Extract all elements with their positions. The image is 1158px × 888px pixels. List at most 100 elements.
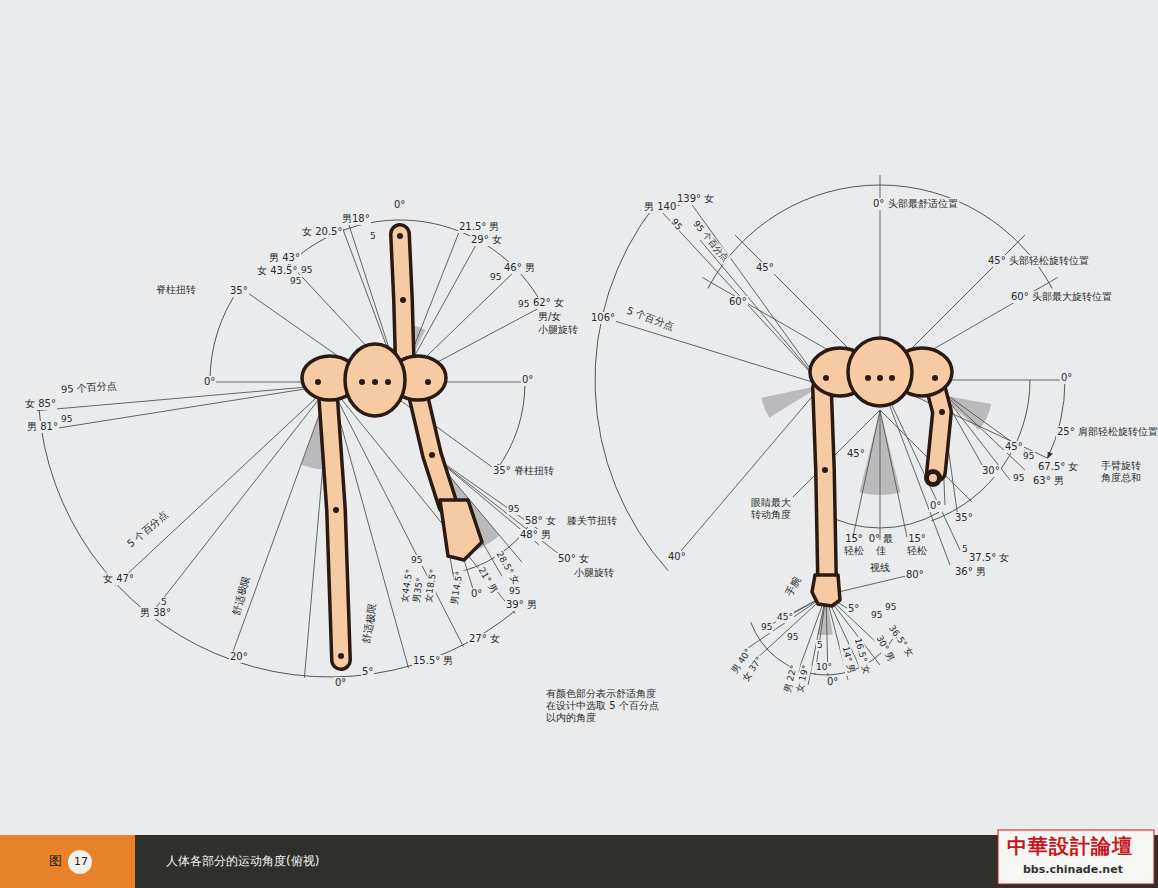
angle-label: 0° bbox=[203, 376, 216, 388]
angle-ray bbox=[330, 385, 515, 613]
angle-label: 50° 女 bbox=[557, 553, 590, 565]
limb bbox=[935, 385, 942, 472]
angle-label: 95 bbox=[507, 504, 520, 515]
hand bbox=[812, 575, 840, 606]
angle-ray bbox=[880, 410, 972, 502]
joint-dot bbox=[932, 375, 938, 381]
angle-label: 0° bbox=[826, 676, 839, 688]
angle-label: 男14.5° bbox=[449, 569, 466, 606]
angle-label: 膝关节扭转 bbox=[566, 515, 618, 527]
angle-label: 25° 肩部轻松旋转位置 bbox=[1056, 426, 1158, 438]
angle-ray bbox=[605, 318, 822, 385]
angle-label: 45° bbox=[846, 448, 866, 460]
joint-dot bbox=[359, 379, 365, 385]
angle-label: 48° 男 bbox=[519, 529, 552, 541]
angle-label: 45° bbox=[776, 612, 794, 623]
angle-label: 男 43° bbox=[268, 252, 301, 264]
figure-tab bbox=[0, 835, 135, 888]
limb bbox=[328, 395, 341, 660]
joint-dot bbox=[397, 233, 403, 239]
joint-dot bbox=[823, 375, 829, 381]
angle-label: 男18° bbox=[341, 213, 371, 225]
joint-dot bbox=[385, 379, 391, 385]
angle-label: 眼睛最大 转动角度 bbox=[750, 497, 804, 521]
angle-label: 脊柱扭转 bbox=[155, 284, 197, 296]
angle-label: 0° bbox=[521, 374, 534, 386]
angle-label: 60° bbox=[728, 296, 748, 308]
angle-arc bbox=[751, 622, 895, 675]
angle-label: 35° bbox=[954, 512, 974, 524]
watermark: 中華設計論壇 bbox=[1006, 834, 1134, 858]
angle-arc bbox=[931, 380, 1030, 521]
angle-label: 0° bbox=[470, 588, 483, 600]
angle-label: 40° bbox=[667, 551, 687, 563]
joint-dot bbox=[333, 507, 339, 513]
limb-outline bbox=[418, 395, 448, 505]
angle-label: 手臂旋转 角度总和 bbox=[1100, 460, 1152, 484]
angle-label: 小腿旋转 bbox=[537, 324, 579, 336]
limb-outline bbox=[935, 385, 942, 472]
angle-label: 95 bbox=[517, 299, 530, 310]
angle-label: 29° 女 bbox=[470, 234, 503, 246]
angle-label: 女 85° bbox=[24, 398, 57, 410]
angle-label: 95 bbox=[870, 610, 883, 621]
angle-ray bbox=[660, 210, 822, 385]
angle-label: 男 38° bbox=[139, 607, 172, 619]
angle-label: 106° bbox=[590, 312, 616, 324]
angle-label: 30° bbox=[981, 465, 1001, 477]
angle-label: 21.5° 男 bbox=[458, 221, 500, 233]
watermark-box bbox=[998, 830, 1154, 884]
angle-ray bbox=[755, 595, 826, 660]
angle-label: 39° 男 bbox=[505, 599, 538, 611]
angle-label: 95 bbox=[60, 414, 73, 425]
angle-label: 95 bbox=[489, 272, 502, 283]
joint-dot bbox=[425, 379, 431, 385]
angle-label: 95 bbox=[884, 602, 897, 613]
angle-arc bbox=[39, 405, 518, 677]
angle-label: 0° bbox=[929, 500, 942, 512]
angle-label: 139° 女 bbox=[676, 193, 715, 205]
angle-label: 35° 脊柱扭转 bbox=[492, 465, 555, 477]
angle-label: 15° 轻松 bbox=[840, 533, 868, 557]
head bbox=[848, 338, 912, 406]
angle-label: 28.5° 女 bbox=[493, 549, 522, 588]
footer-bar bbox=[0, 830, 1158, 888]
angle-label: 0° 头部最舒适位置 bbox=[872, 198, 959, 210]
angle-label: 女 20.5° bbox=[301, 226, 343, 238]
angle-arc bbox=[285, 220, 543, 306]
angle-label: 0° 最佳 bbox=[867, 533, 895, 557]
body-figures bbox=[302, 233, 952, 660]
angle-label: 5 bbox=[816, 640, 824, 651]
angle-ray bbox=[940, 390, 1030, 455]
angle-ray bbox=[690, 202, 822, 385]
angle-label: 62° 女 bbox=[532, 297, 565, 309]
angle-label: 45° bbox=[1004, 441, 1024, 453]
joint-dot bbox=[877, 375, 883, 381]
angle-label: 95 bbox=[786, 632, 799, 643]
angle-label: 0° bbox=[334, 677, 347, 689]
angle-label: 男/女 bbox=[537, 311, 562, 323]
angle-ray bbox=[880, 410, 881, 540]
angle-label: 女18.5° bbox=[423, 567, 440, 604]
head bbox=[345, 344, 405, 416]
angle-label: 95 bbox=[668, 216, 685, 233]
angle-label: 95 bbox=[1022, 451, 1035, 462]
angle-label: 67.5° 女 bbox=[1037, 461, 1079, 473]
angle-label: 0° bbox=[1060, 372, 1073, 384]
joint-dot bbox=[372, 379, 378, 385]
angle-label: 95 bbox=[760, 622, 773, 633]
joint-dot bbox=[315, 379, 321, 385]
angle-label: 5 个百分点 bbox=[124, 508, 171, 550]
angle-ray bbox=[149, 385, 330, 617]
angle-ray bbox=[853, 410, 880, 537]
angle-guides bbox=[37, 175, 1065, 685]
angle-label: 视线 bbox=[869, 562, 891, 574]
angle-arc bbox=[1048, 380, 1065, 458]
angle-label: 舒适极限 bbox=[360, 602, 379, 645]
limb bbox=[400, 234, 405, 372]
angle-label: 0° bbox=[393, 199, 406, 211]
angle-label: 舒适极限 bbox=[230, 574, 252, 618]
angle-label: 45° bbox=[755, 262, 775, 274]
figure-number-badge bbox=[68, 850, 92, 874]
